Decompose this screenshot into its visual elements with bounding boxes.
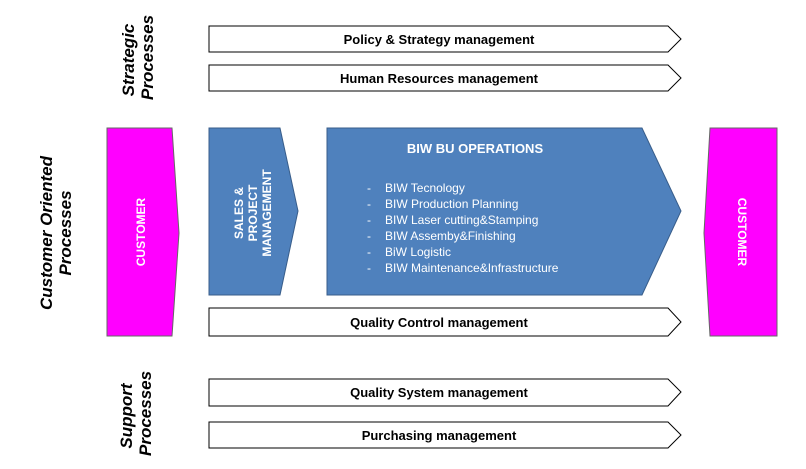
sales-project-label: SALES & PROJECT MANAGEMENT: [232, 158, 274, 268]
customer-oriented-label-line1: Customer Oriented: [37, 156, 56, 310]
operations-item: BIW Assemby&Finishing: [367, 228, 558, 244]
policy-strategy-label: Policy & Strategy management: [343, 31, 535, 47]
customer-right-label: CUSTOMER: [735, 197, 749, 267]
quality-system-label: Quality System management: [350, 385, 528, 400]
customer-oriented-processes-label: Customer Oriented Processes: [37, 153, 79, 313]
operations-item: BiW Logistic: [367, 244, 558, 260]
customer-left-label: CUSTOMER: [134, 197, 148, 267]
operations-list: BIW Tecnology BIW Production Planning BI…: [367, 180, 558, 276]
strategic-label-line1: Strategic: [119, 23, 138, 97]
customer-oriented-label-line2: Processes: [56, 190, 75, 276]
strategic-processes-label: Strategic Processes: [119, 14, 159, 100]
sales-label-line2: MANAGEMENT: [260, 169, 274, 257]
customer-right-shape: [703, 127, 778, 337]
purchasing-label: Purchasing management: [361, 427, 517, 443]
customer-left-shape: [106, 127, 180, 337]
operations-item: BIW Tecnology: [367, 180, 558, 196]
support-label-line1: Support: [117, 383, 136, 449]
operations-title: BIW BU OPERATIONS: [406, 141, 544, 156]
support-label-line2: Processes: [136, 370, 155, 456]
quality-control-arrow-shape: [208, 307, 682, 337]
support-processes-label: Support Processes: [117, 370, 157, 456]
policy-strategy-arrow-shape: [208, 25, 682, 53]
quality-control-label: Quality Control management: [350, 314, 528, 330]
operations-item: BIW Maintenance&Infrastructure: [367, 260, 558, 276]
operations-item: BIW Production Planning: [367, 196, 558, 212]
operations-item: BIW Laser cutting&Stamping: [367, 212, 558, 228]
strategic-label-line2: Processes: [138, 14, 157, 100]
sales-project-shape: [208, 127, 299, 296]
sales-label-line1: SALES & PROJECT: [232, 184, 260, 242]
purchasing-arrow-shape: [208, 421, 682, 449]
human-resources-arrow-shape: [208, 64, 682, 92]
quality-system-arrow-shape: [208, 378, 682, 407]
human-resources-label: Human Resources management: [340, 70, 538, 86]
